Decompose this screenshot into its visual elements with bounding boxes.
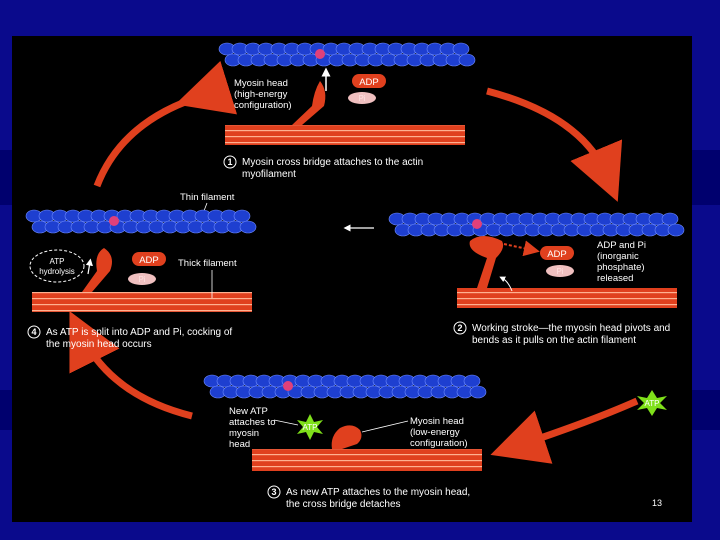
actin-bead [458,53,476,67]
new-atp-label: New ATP [229,406,268,417]
adp-badge [352,74,386,88]
adp-badge [132,252,166,266]
release-label: ADP and Pi [597,240,646,251]
step-number: 3 [271,487,276,497]
step-caption: As ATP is split into ADP and Pi, cocking… [46,327,232,338]
step-number-circle [223,155,237,169]
cycle-arrow [93,60,238,188]
pivot-arrow [499,276,513,292]
step-caption: bends as it pulls on the actin filament [472,335,636,346]
atp-burst [297,414,323,440]
step-caption: As new ATP attaches to the myosin head, [286,487,470,498]
release-arrow [503,240,540,257]
myosin-head [292,81,326,125]
step-number: 2 [457,323,462,333]
actin-bead [452,42,470,56]
new-atp-label: myosin [229,428,259,439]
step2-group: ADP Pi ADP and Pi (inorganic phosphate) … [343,212,685,346]
pi-blob [128,273,156,285]
actin-bead [463,374,481,388]
step-number-circle [453,321,467,335]
atp-input-label: ATP [645,399,660,408]
pi-blob [546,265,574,277]
low-energy-label: (low-energy [410,427,460,438]
step-caption: Working stroke—the myosin head pivots an… [472,323,670,334]
binding-site [109,216,119,226]
pi-label: Pi [556,267,563,276]
cycle-arrow [486,87,623,202]
leader-line [361,420,409,433]
step3-group: ATP New ATP attaches to myosin head Myos… [203,374,487,510]
pi-label: Pi [138,275,145,284]
low-energy-label: configuration) [410,438,468,449]
thick-filament [252,449,482,471]
myosin-head [469,236,504,288]
myosin-head-label: configuration) [234,100,292,111]
step-number: 1 [227,157,232,167]
hydrolysis-ellipse [29,249,85,283]
adp-label: ADP [359,77,379,88]
actin-bead [469,385,487,399]
adp-label: ADP [547,249,567,260]
low-energy-label: Myosin head [410,416,464,427]
step-caption: Myosin cross bridge attaches to the acti… [242,157,423,168]
step-number: 4 [31,327,36,337]
step-caption: the myosin head occurs [46,339,152,350]
hydrolysis-label: hydrolysis [39,267,75,276]
release-label: (inorganic [597,251,639,262]
leader-line [273,419,299,426]
binding-site [472,219,482,229]
actin-filament [218,42,476,67]
binding-site [315,49,325,59]
binding-site [283,381,293,391]
cycle-arrow [490,397,639,464]
actin-bead [233,209,251,223]
hydrolysis-label: ATP [50,257,65,266]
actin-bead [661,212,679,226]
step1-group: ADP Pi Myosin head (high-energy configur… [218,42,476,180]
cycle-arrow [69,310,193,420]
myosin-head [82,248,112,292]
thick-filament-label: Thick filament [178,258,237,269]
pi-label: Pi [358,94,365,103]
thick-filament [457,288,677,308]
new-atp-label: attaches to [229,417,275,428]
thick-filament [225,125,465,145]
atp-input-burst [637,390,667,416]
thick-filament [32,292,252,312]
page-number: 13 [652,498,663,508]
adp-badge [540,246,574,260]
step-number-circle [27,325,41,339]
diagram-panel: ADP Pi Myosin head (high-energy configur… [12,36,692,522]
actin-bead [239,220,257,234]
atp-label: ATP [303,423,318,432]
myosin-head-label: Myosin head [234,78,288,89]
step4-group: ATP hydrolysis ADP Pi Thick filament 4 A… [25,209,257,350]
release-label: phosphate) [597,262,645,273]
step-caption: myofilament [242,169,296,180]
cross-bridge-cycle-diagram: ADP Pi Myosin head (high-energy configur… [25,42,685,510]
actin-filament [203,374,487,399]
actin-filament [25,209,257,234]
actin-bead [667,223,685,237]
thin-filament-label: Thin filament [180,192,235,203]
pi-blob [348,92,376,104]
arrow [85,258,93,275]
actin-filament [388,212,685,237]
myosin-head-label: (high-energy [234,89,288,100]
new-atp-label: head [229,439,250,450]
step-number-circle [267,485,281,499]
myosin-head [331,425,362,449]
release-label: released [597,273,633,284]
adp-label: ADP [139,255,159,266]
step-caption: the cross bridge detaches [286,499,401,510]
